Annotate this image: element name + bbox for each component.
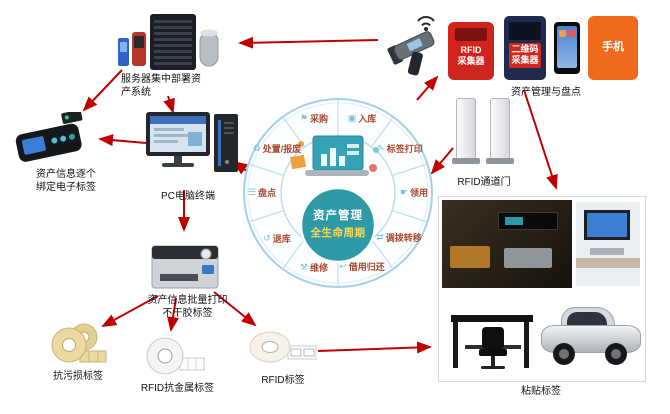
lifecycle-segment-procure: ⚑ 采购	[282, 112, 346, 125]
device-screen	[455, 28, 487, 41]
gate-panel-icon	[456, 98, 476, 160]
segment-label: 借用归还	[348, 262, 385, 272]
handhelds-label: 资产管理与盘点	[511, 87, 581, 98]
inbound-box-icon: ▣	[347, 113, 357, 123]
qr-collector-label-line2: 采集器	[511, 55, 539, 66]
segment-label: 入库	[358, 114, 377, 124]
lifecycle-segment-transfer: ⇄ 调拨转移	[367, 231, 431, 244]
lifecycle-title-line2: 全生命周期	[310, 227, 366, 239]
handheld-reader-icon	[15, 112, 83, 162]
cylinder-device-icon	[199, 31, 219, 67]
device-screen	[509, 22, 541, 40]
label-roll-icon	[51, 323, 107, 363]
segment-label: 采购	[310, 114, 329, 124]
lifecycle-segment-borrow-return: ↩ 借用归还	[330, 260, 394, 273]
lifecycle-segment-label-print: ✎ 标签打印	[368, 142, 432, 155]
device-photo-item	[498, 212, 558, 230]
stain-proof-roll-label: 抗污损标签	[53, 371, 103, 382]
app-tile-icon	[568, 30, 575, 37]
device-photo-item	[450, 246, 490, 268]
wifi-icon	[417, 16, 435, 27]
server-node	[116, 12, 222, 74]
segment-label: 领用	[410, 188, 429, 198]
lifecycle-segment-restock: ↺ 退库	[245, 232, 309, 245]
rfid-roll-label: RFID标签	[261, 375, 305, 386]
lifecycle-segment-inventory: ☰ 盘点	[230, 186, 294, 199]
lifecycle-ring-graphic	[243, 98, 433, 288]
segment-label: 退库	[272, 234, 291, 244]
repair-hammer-icon: ⚒	[299, 262, 309, 272]
phone-panel-label: 手机	[602, 41, 624, 54]
lifecycle-segment-claim: ☛ 领用	[382, 186, 446, 199]
segment-label: 处置/报废	[262, 144, 302, 154]
segment-label: 维修	[310, 263, 329, 273]
label-roll-icon	[249, 331, 317, 363]
claim-hand-icon: ☛	[399, 187, 409, 197]
gates-label: RFID通道门	[457, 177, 511, 188]
rfid-gun-node	[382, 8, 446, 78]
rfid-collector-label-line1: RFID	[460, 45, 482, 55]
segment-label: 标签打印	[386, 144, 423, 154]
office-chair-icon	[482, 327, 504, 349]
printer-label: 资产信息批量打印 不干胶标签	[147, 295, 228, 319]
restock-icon: ↺	[263, 233, 271, 243]
tag-binder-node	[10, 112, 94, 166]
qr-collector-label-line1: 二维码	[511, 44, 539, 54]
asset-photos-collage	[438, 196, 646, 382]
transfer-arrows-icon: ⇄	[376, 232, 384, 242]
label-printer-node	[146, 234, 226, 294]
keyboard-icon	[590, 248, 624, 255]
device-photo-item	[504, 248, 552, 268]
label-print-icon: ✎	[377, 143, 385, 153]
handheld-devices-group: RFID 采集器 二维码 采集器 手机	[448, 14, 644, 84]
monitor-icon	[584, 210, 630, 240]
paste-label: 粘贴标签	[521, 386, 561, 397]
desk-surface	[576, 258, 640, 268]
lifecycle-segment-inbound: ▣ 入库	[330, 112, 394, 125]
label-printer-icon	[151, 245, 219, 289]
borrow-return-icon: ↩	[339, 261, 347, 271]
pc-label: PC电脑终端	[161, 191, 215, 202]
gate-panel-icon	[490, 98, 510, 160]
server-illustration	[118, 14, 219, 70]
stain-proof-roll-node	[50, 318, 108, 368]
lifecycle-title-line1: 资产管理	[313, 210, 363, 222]
lifecycle-ring	[243, 98, 433, 288]
binder-label: 资产信息逐个 绑定电子标签	[36, 169, 96, 193]
app-tile-icon	[559, 30, 566, 37]
lifecycle-segment-repair: ⚒ 维修	[282, 261, 346, 274]
workstation-photo	[576, 202, 640, 286]
phone-panel: 手机	[588, 16, 638, 80]
rfid-collector-label-line2: 采集器	[457, 56, 485, 67]
anti-metal-roll-label: RFID抗金属标签	[140, 383, 215, 394]
lifecycle-segment-dispose: ♻ 处置/报废	[245, 142, 309, 155]
pc-illustration	[146, 112, 238, 172]
dispose-recycle-icon: ♻	[252, 143, 261, 153]
rfid-roll-node	[246, 326, 318, 372]
segment-label: 盘点	[258, 188, 277, 198]
car-photo	[541, 299, 641, 373]
gate-base	[452, 158, 480, 164]
qr-collector-device: 二维码 采集器	[504, 16, 546, 80]
electronics-photo	[442, 200, 572, 288]
desk-and-chair-photo	[445, 293, 539, 377]
server-label: 服务器集中部署资 产系统	[121, 74, 201, 98]
segment-label: 调拨转移	[385, 233, 422, 243]
lifecycle-center-text: 资产管理 全生命周期	[300, 207, 376, 240]
smartphone-icon	[554, 22, 580, 74]
rfid-gate-node	[452, 94, 516, 174]
cart-icon: ⚑	[299, 113, 309, 123]
laptop-dashboard-icon	[290, 135, 379, 176]
label-roll-icon	[146, 337, 205, 375]
anti-metal-roll-node	[144, 332, 206, 380]
rfid-collector-device: RFID 采集器	[448, 22, 494, 80]
lifecycle-center-circle	[299, 186, 377, 264]
inventory-list-icon: ☰	[247, 187, 257, 197]
rfid-gun-icon	[387, 16, 435, 76]
pc-terminal-node	[146, 110, 240, 188]
gate-base	[486, 158, 514, 164]
